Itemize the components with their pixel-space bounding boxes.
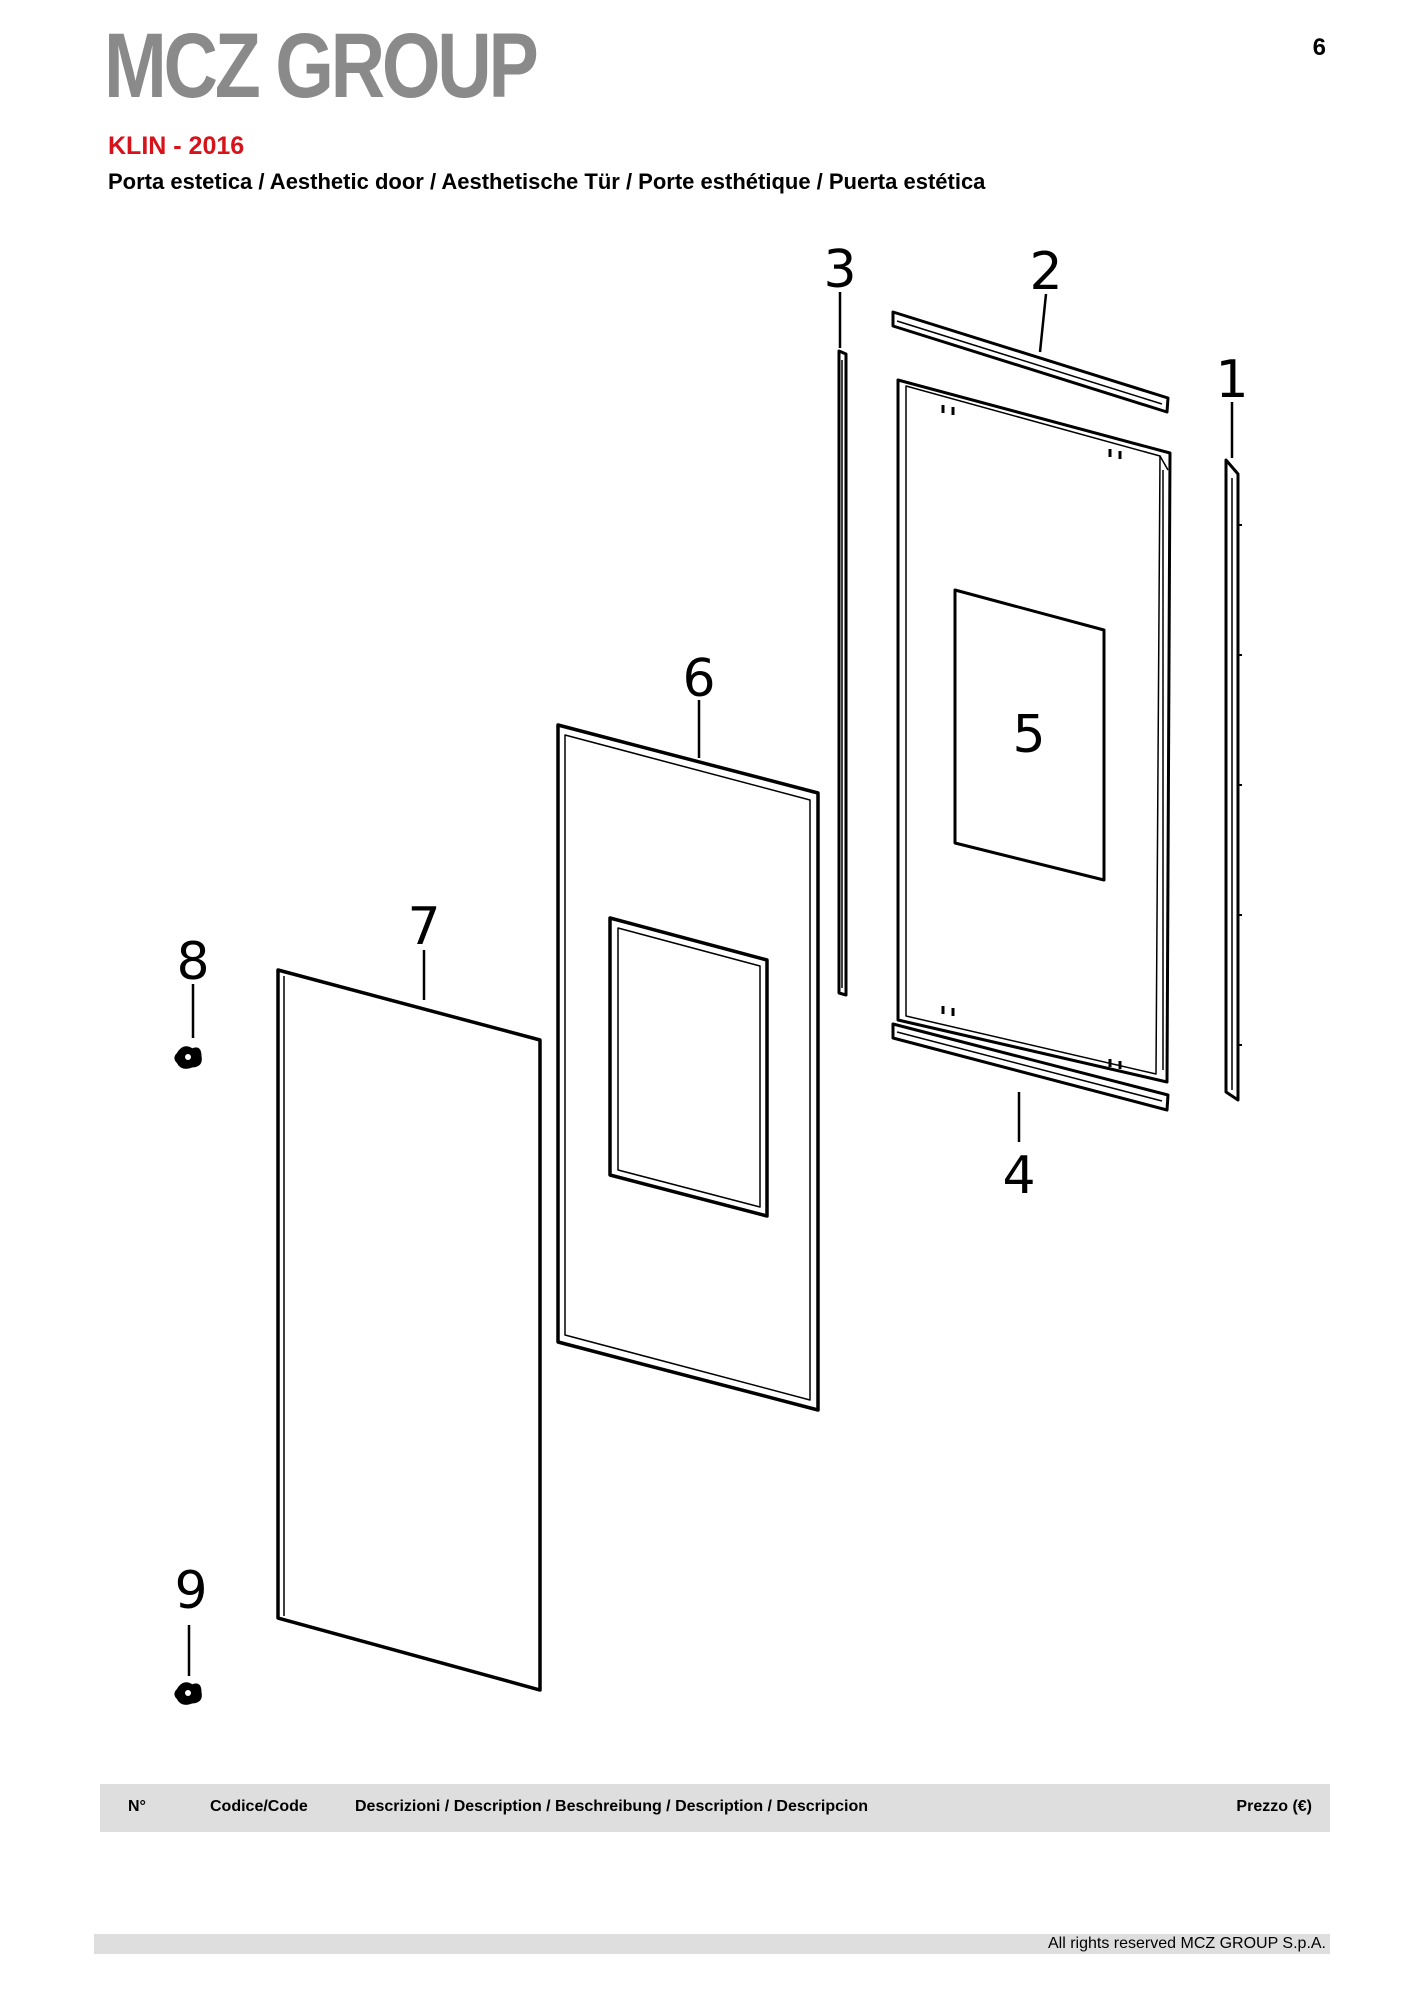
- callout-5: 5: [1012, 705, 1045, 765]
- column-price: Prezzo (€): [1236, 1798, 1312, 1815]
- column-description: Descrizioni / Description / Beschreibung…: [355, 1798, 869, 1815]
- callout-3: 3: [823, 240, 856, 300]
- part-6-frame-gasket: [556, 723, 820, 1412]
- part-5-main-panel: [896, 378, 1172, 1084]
- callout-9: 9: [174, 1561, 207, 1621]
- column-number: N°: [128, 1798, 146, 1815]
- parts-table-header: N° Codice/Code Descrizioni / Description…: [100, 1784, 1330, 1832]
- part-9-clip: [174, 1682, 202, 1705]
- model-title: KLIN - 2016: [108, 132, 245, 160]
- callout-7: 7: [407, 897, 440, 957]
- part-2-top-profile: [891, 310, 1170, 414]
- footer-bar: [94, 1934, 1330, 1954]
- part-3-left-strip: [837, 349, 848, 997]
- part-8-clip: [174, 1046, 202, 1069]
- leader-lines: [187, 292, 1234, 1676]
- part-1-right-profile: [1224, 458, 1242, 1102]
- section-subtitle: Porta estetica / Aesthetic door / Aesthe…: [108, 169, 986, 194]
- callout-1: 1: [1215, 350, 1248, 410]
- page-number: 6: [1312, 34, 1326, 61]
- brand-logo: MCZ GROUP: [104, 15, 539, 117]
- footer-copyright: All rights reserved MCZ GROUP S.p.A.: [1048, 1935, 1326, 1952]
- part-7-glass-panel: [276, 968, 542, 1692]
- callout-8: 8: [176, 932, 209, 992]
- callout-4: 4: [1002, 1146, 1035, 1206]
- part-4-bottom-profile: [891, 1022, 1170, 1112]
- column-code: Codice/Code: [210, 1798, 308, 1815]
- callout-6: 6: [682, 649, 715, 709]
- callout-2: 2: [1029, 242, 1062, 302]
